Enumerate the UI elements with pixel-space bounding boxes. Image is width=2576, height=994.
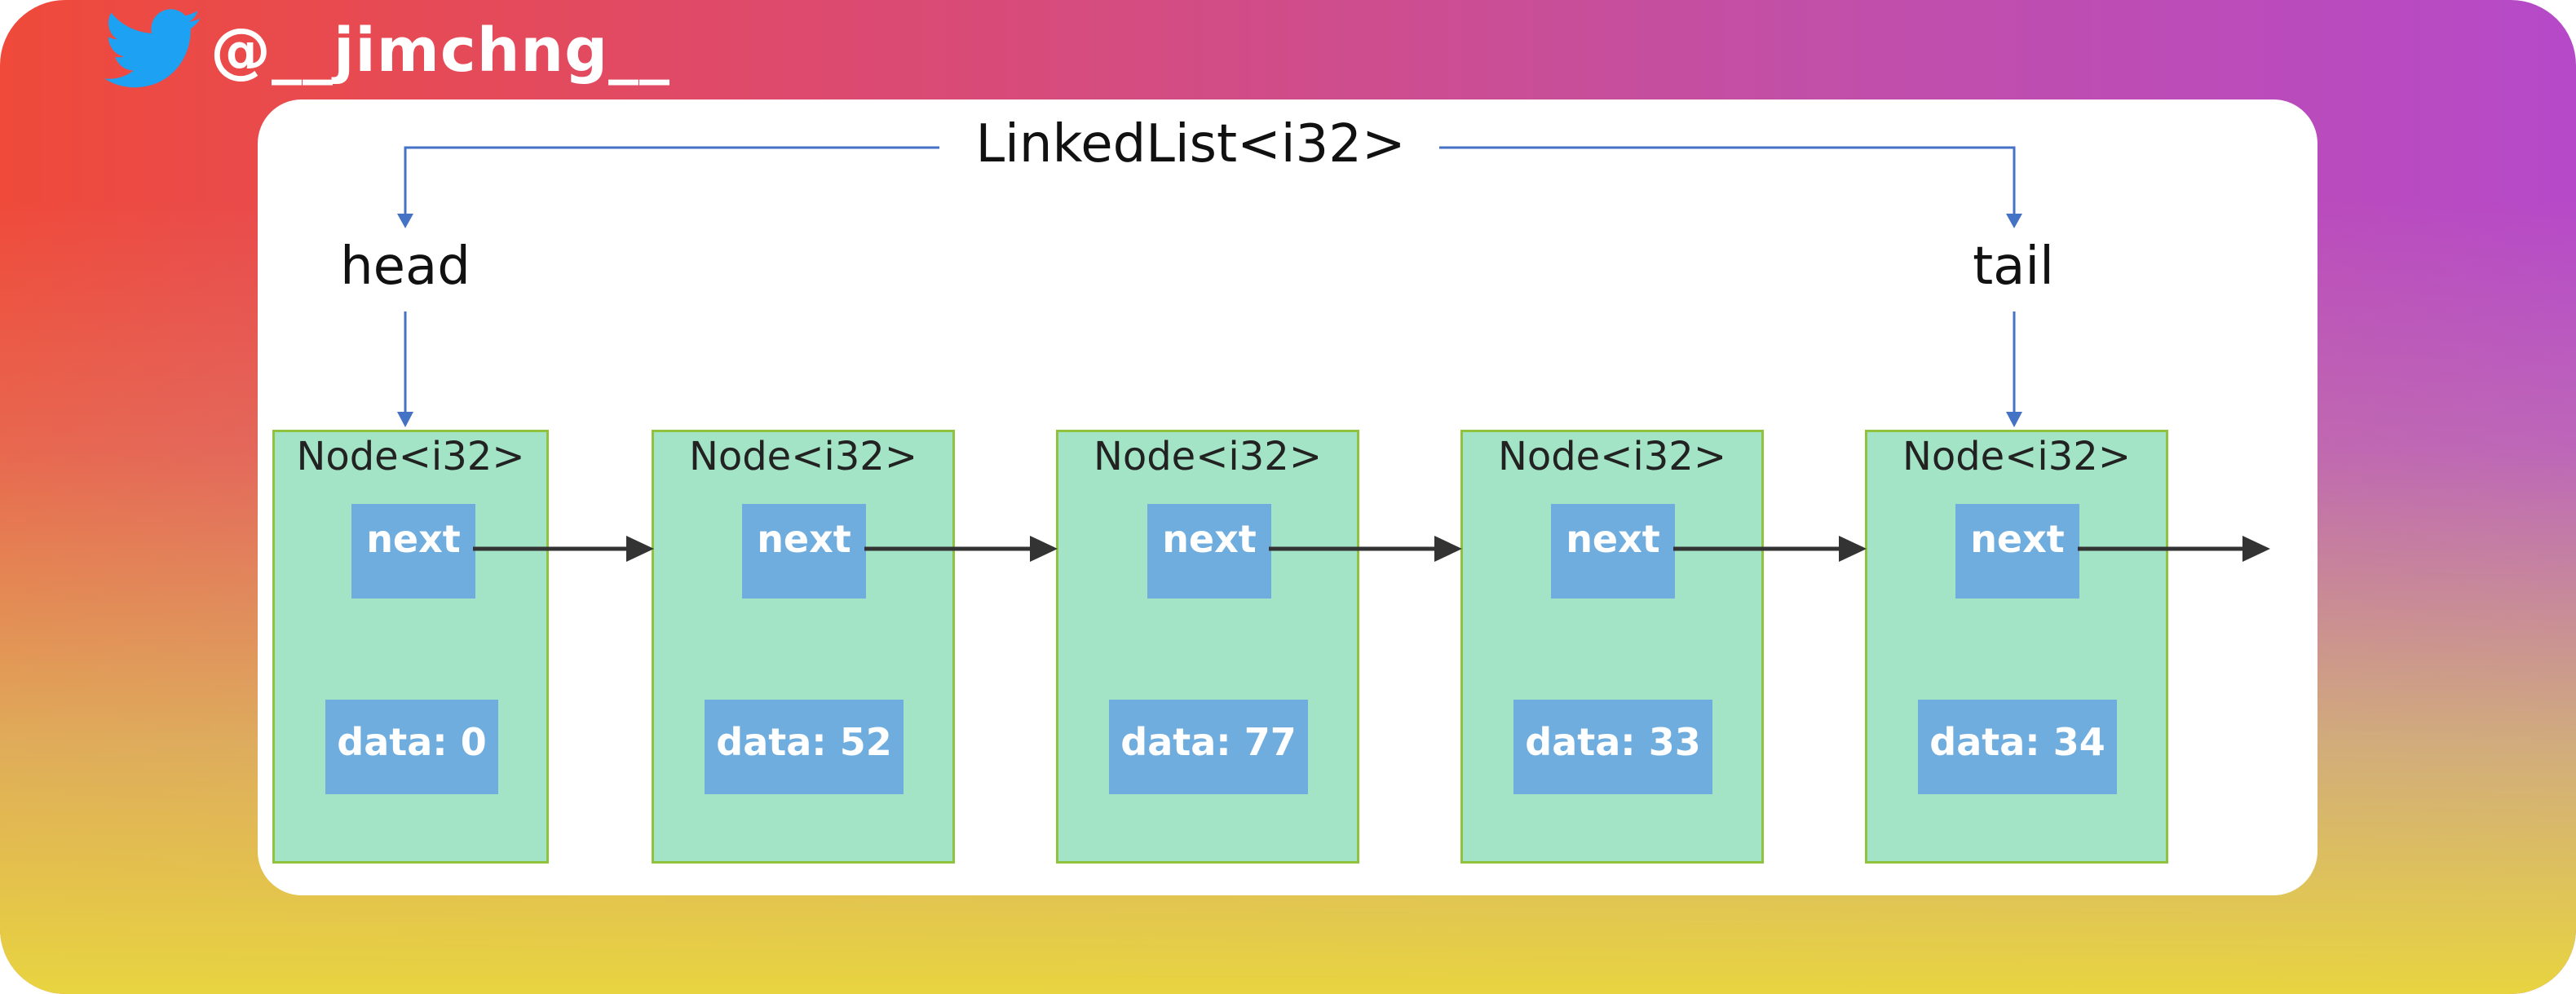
twitter-bird-icon — [104, 8, 201, 93]
node-1: Node<i32> next data: 52 — [652, 430, 955, 864]
node-type-label: Node<i32> — [1497, 434, 1727, 479]
node-type-label: Node<i32> — [1902, 434, 2132, 479]
node-3: Node<i32> next data: 33 — [1460, 430, 1764, 864]
tail-pointer — [1439, 146, 2022, 427]
head-pointer — [397, 146, 939, 427]
node-type-label: Node<i32> — [296, 434, 525, 479]
node-4: Node<i32> next data: 34 — [1865, 430, 2168, 864]
node-data-field: data: 77 — [1109, 700, 1308, 794]
next-arrows — [473, 536, 2270, 562]
brand: @__jimchng__ — [104, 8, 670, 93]
list-title: LinkedList<i32> — [975, 114, 1406, 175]
node-next-field: next — [1955, 504, 2079, 599]
node-next-field: next — [1147, 504, 1271, 599]
node-type-label: Node<i32> — [688, 434, 918, 479]
head-label: head — [340, 236, 471, 297]
node-next-field: next — [1551, 504, 1675, 599]
node-data-field: data: 0 — [325, 700, 498, 794]
node-type-label: Node<i32> — [1093, 434, 1323, 479]
node-data-field: data: 34 — [1918, 700, 2117, 794]
node-2: Node<i32> next data: 77 — [1056, 430, 1359, 864]
node-next-field: next — [742, 504, 866, 599]
node-0: Node<i32> next data: 0 — [272, 430, 549, 864]
node-next-field: next — [351, 504, 475, 599]
node-data-field: data: 52 — [705, 700, 904, 794]
node-data-field: data: 33 — [1513, 700, 1712, 794]
tail-label: tail — [1973, 236, 2054, 297]
brand-handle: @__jimchng__ — [210, 15, 671, 86]
